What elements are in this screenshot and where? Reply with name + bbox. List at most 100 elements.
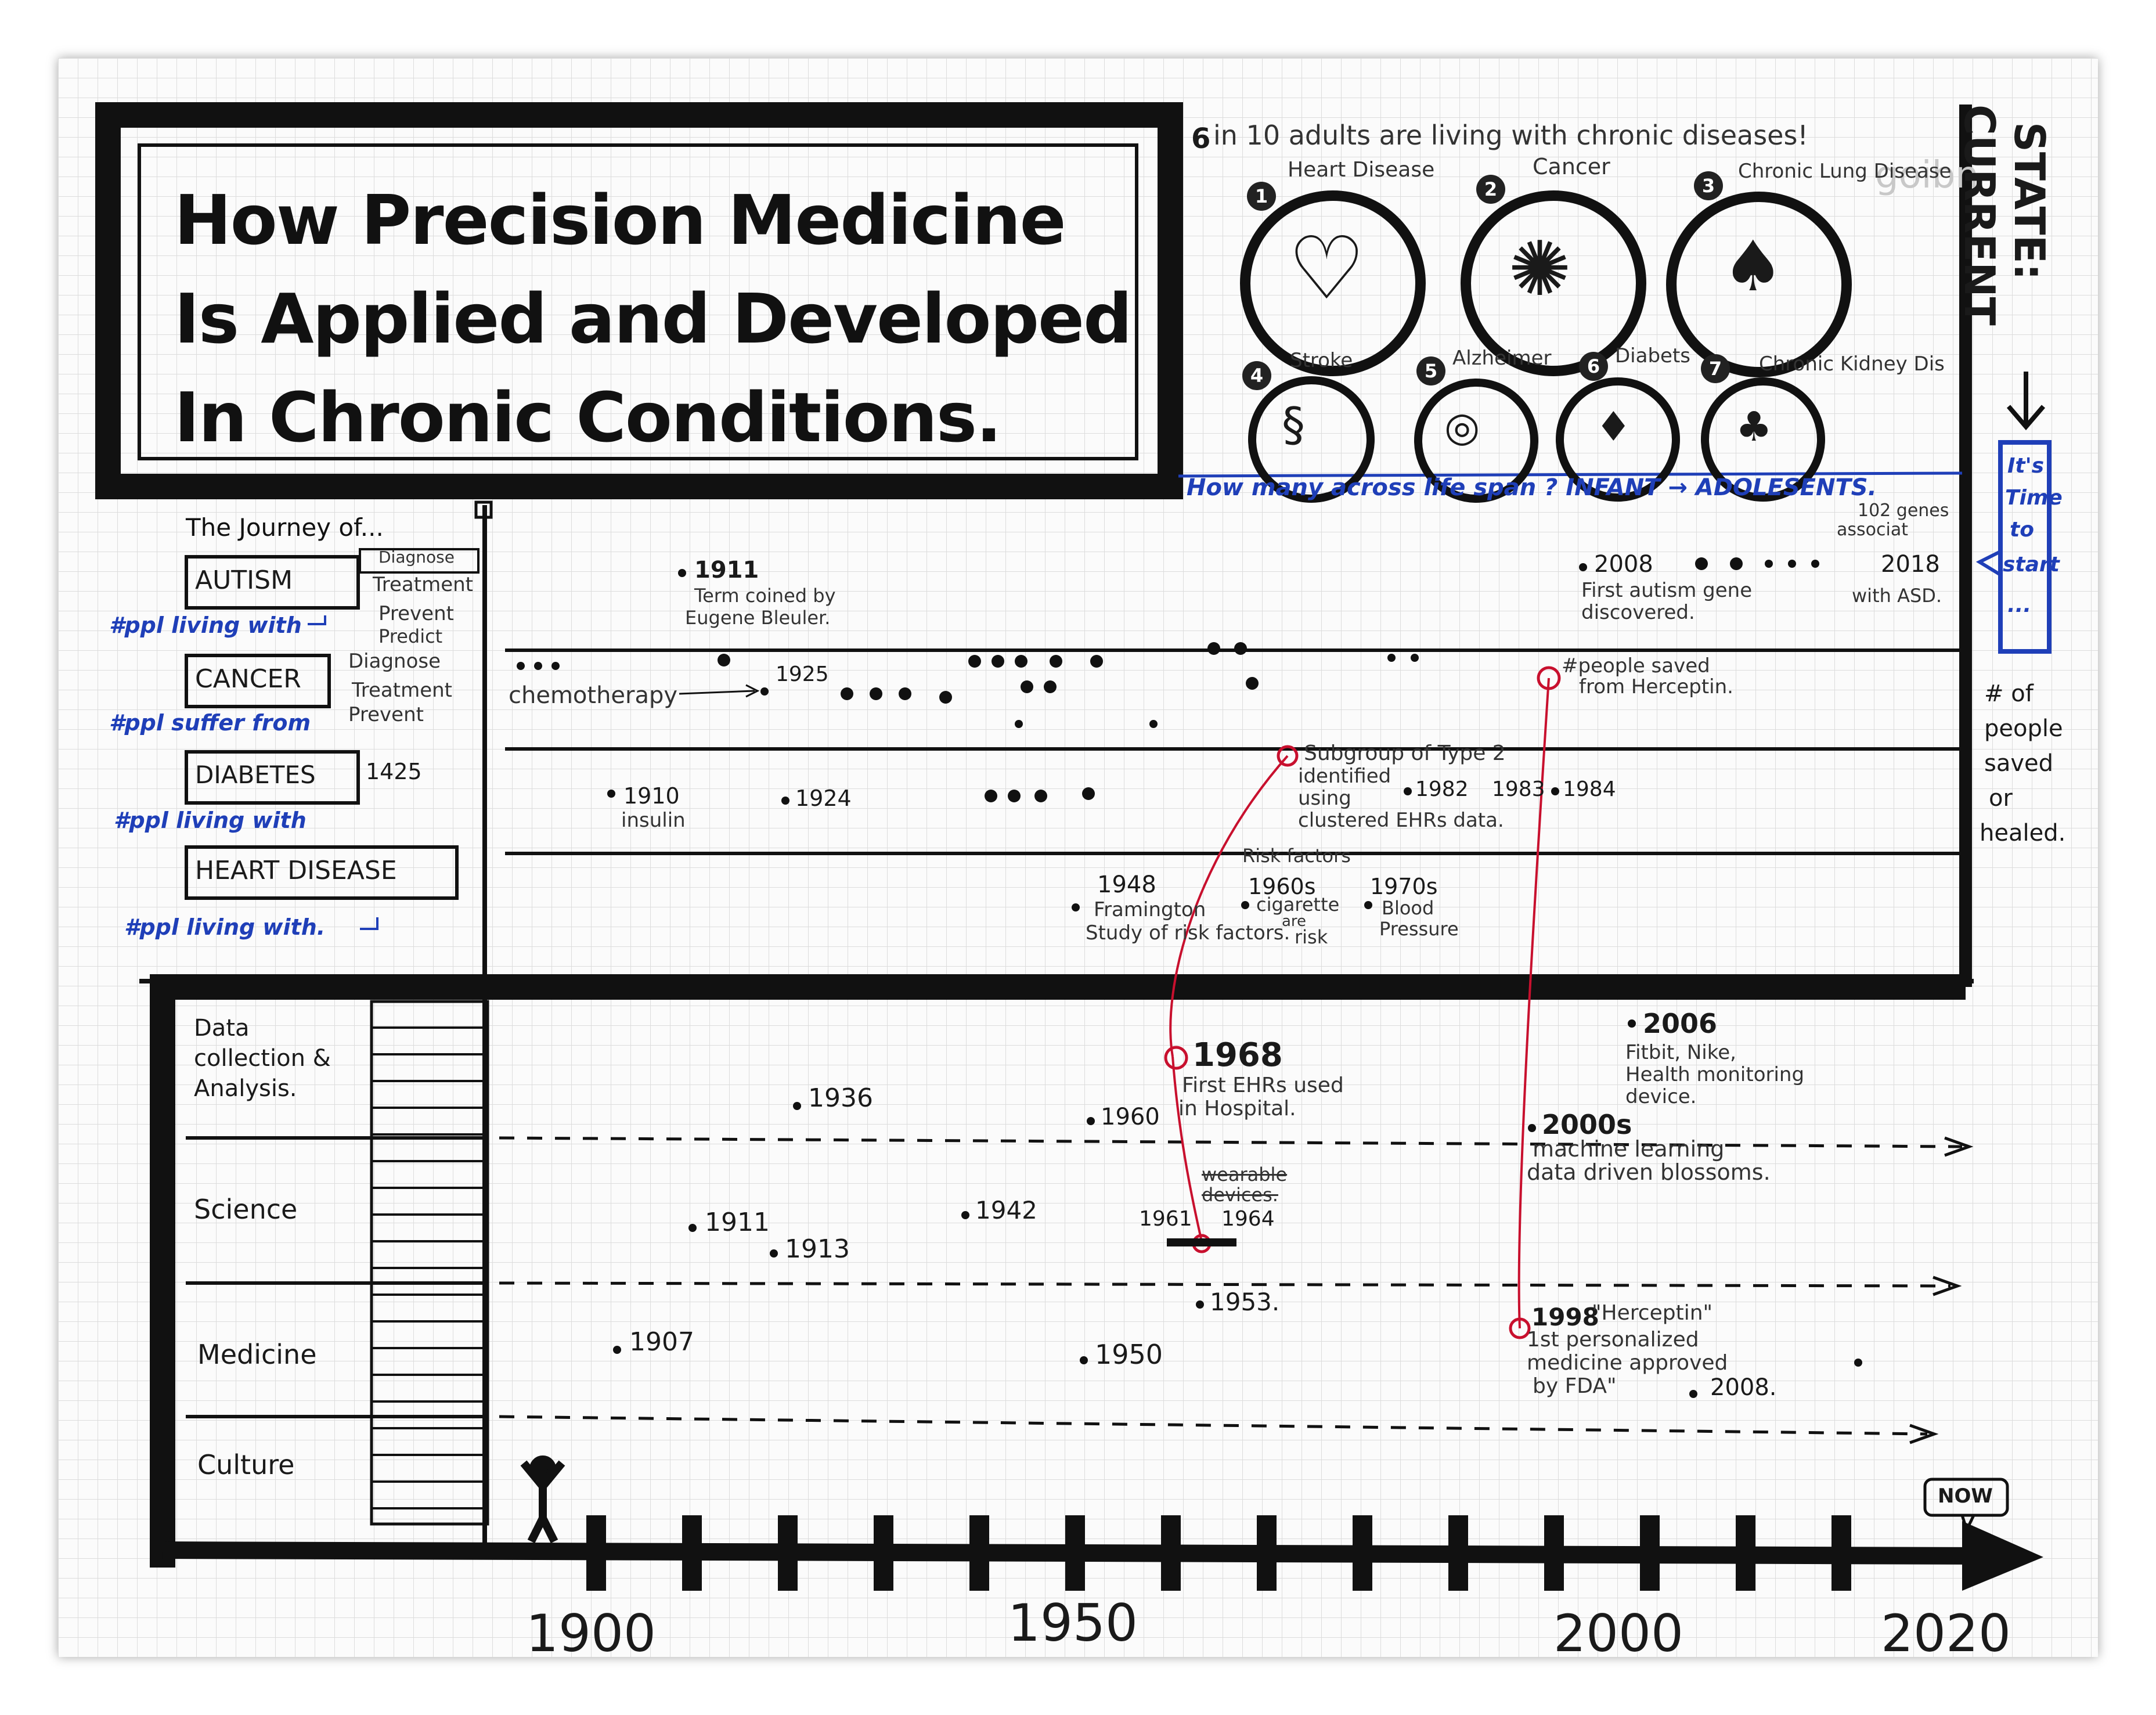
science-1964-year: 1964 (1221, 1207, 1275, 1231)
axis-tick (1161, 1515, 1181, 1591)
disease-name-2: Cancer (1533, 154, 1610, 179)
axis-tick (1640, 1515, 1660, 1591)
event-dot (688, 1224, 697, 1232)
axis-tick (1353, 1515, 1372, 1591)
time-to-start-1: It's (2007, 454, 2045, 478)
disease-name-3: Chronic Lung Disease (1738, 160, 1952, 183)
event-dot (678, 569, 686, 577)
diabetes-subgroup-text3: using (1298, 787, 1351, 810)
medicine-1907-year: 1907 (629, 1327, 694, 1357)
disease-number-2: 2 (1476, 175, 1505, 204)
event-dot (870, 687, 882, 700)
event-dot (1579, 563, 1587, 571)
data-2000s-text1: machine learning (1533, 1136, 1725, 1162)
event-dot (1387, 654, 1396, 662)
cancer-stage-3: Prevent (348, 703, 424, 726)
diabetes-subgroup-text1: Subgroup of Type 2 (1304, 741, 1506, 765)
heart-1948-year: 1948 (1097, 871, 1156, 898)
autism-stage-box (359, 548, 479, 574)
event-dot (1811, 560, 1819, 568)
stat-text: in 10 adults are living with chronic dis… (1213, 120, 1808, 151)
people-saved-2: people (1984, 715, 2063, 742)
disease-name-5: Alzheimer (1452, 347, 1552, 370)
event-dot (1364, 901, 1372, 909)
heart-disease-note: #ppl living with. (124, 914, 326, 940)
autism-2018-text2: associat (1837, 520, 1908, 540)
time-to-start-2: Time (2005, 486, 2063, 510)
medicine-1998-text3: medicine approved (1527, 1351, 1728, 1375)
heart-disease-box (185, 845, 459, 900)
title-line-2: Is Applied and Developed (174, 279, 1133, 359)
autism-label: AUTISM (195, 565, 293, 595)
cancer-box (185, 654, 331, 708)
autism-box (185, 555, 360, 610)
data-2006-text2: Health monitoring (1625, 1063, 1805, 1086)
data-1968-text1: First EHRs used (1182, 1073, 1344, 1097)
cancer-herceptin-text2: from Herceptin. (1579, 675, 1733, 698)
data-2006-text3: device. (1625, 1085, 1697, 1108)
heart-1960s-year: 1960s (1248, 874, 1316, 899)
disease-number-5: 5 (1416, 356, 1445, 385)
heart-1970s-text2: Pressure (1379, 918, 1459, 940)
cancer-1925-year: 1925 (776, 662, 829, 686)
current-state-label-1: CURRENT (1955, 105, 2004, 326)
data-1968-text2: in Hospital. (1178, 1097, 1296, 1120)
heart-1948-text1: Framington (1094, 898, 1206, 921)
axis-label-1950: 1950 (1008, 1593, 1138, 1653)
event-dot (992, 655, 1004, 668)
axis-tick (778, 1515, 798, 1591)
heart-1948-text2: Study of risk factors. (1086, 921, 1290, 945)
heart-1960s-text1: cigarette (1256, 893, 1340, 916)
event-dot (1082, 787, 1095, 800)
cancer-note: #ppl suffer from (109, 710, 311, 736)
cancer-herceptin-text1: #people saved (1562, 654, 1710, 678)
category-medicine: Medicine (197, 1339, 317, 1370)
journey-heading: The Journey of... (186, 513, 384, 542)
science-1911-year: 1911 (705, 1208, 770, 1237)
heart-icon: ♡ (1288, 218, 1366, 319)
event-dot (968, 655, 981, 668)
axis-tick (586, 1515, 606, 1591)
category-science: Science (194, 1194, 298, 1225)
data-2006-year: 2006 (1643, 1008, 1718, 1039)
cancer-label: CANCER (195, 664, 301, 694)
axis-tick (874, 1515, 893, 1591)
people-saved-5: healed. (1980, 820, 2066, 846)
event-dot (1695, 557, 1708, 570)
event-dot (1411, 654, 1419, 662)
time-to-start-box (1998, 440, 2052, 654)
medicine-1998-text2: 1st personalized (1527, 1328, 1699, 1352)
brain-icon: § (1282, 398, 1305, 452)
axis-tick (682, 1515, 702, 1591)
axis-label-1900: 1900 (526, 1604, 656, 1663)
axis-tick (1831, 1515, 1851, 1591)
science-1942-year: 1942 (975, 1196, 1037, 1224)
disease-number-3: 3 (1694, 171, 1723, 200)
diabetes-label: DIABETES (195, 761, 316, 789)
brand-watermark: goibn (1875, 154, 1979, 197)
event-dot (718, 654, 730, 666)
medicine-1998-text1: "Herceptin" (1592, 1301, 1713, 1325)
cancer-cell-icon: ✺ (1508, 225, 1571, 313)
heart-1960s-text2: are (1282, 913, 1307, 930)
autism-2008-year: 2008 (1594, 551, 1653, 578)
event-dot (961, 1211, 969, 1219)
medicine-1998-text4: by FDA" (1533, 1374, 1617, 1398)
category-data: Data collection & Analysis. (194, 1015, 331, 1102)
autism-1911-text2: Eugene Bleuler. (685, 607, 831, 629)
disease-name-4: Stroke (1290, 349, 1353, 372)
event-dot (1087, 1117, 1095, 1125)
brain-mass-icon: ◎ (1444, 403, 1480, 451)
diabetes-1910-year: 1910 (623, 783, 680, 809)
time-to-start-4: start (2003, 553, 2060, 577)
event-dot (760, 687, 769, 696)
event-dot (770, 1249, 778, 1258)
axis-tick (1257, 1515, 1277, 1591)
medicine-1998-year: 1998 (1531, 1303, 1599, 1331)
autism-2008-text2: discovered. (1581, 601, 1695, 624)
data-2000s-year: 2000s (1542, 1109, 1632, 1140)
axis-label-2020: 2020 (1881, 1604, 2011, 1663)
science-1953-year: 1953. (1210, 1288, 1280, 1316)
disease-number-6: 6 (1579, 352, 1608, 381)
